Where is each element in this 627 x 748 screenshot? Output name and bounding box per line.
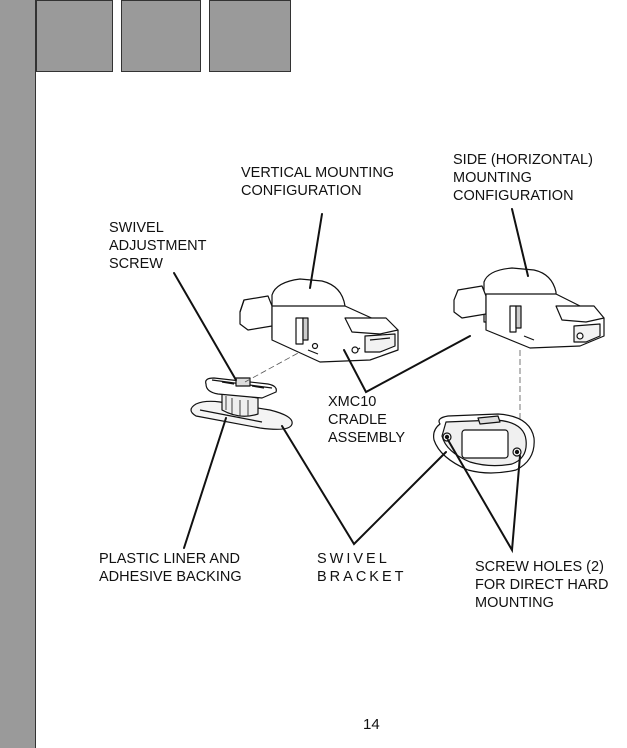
label-swivel-adjustment-screw: SWIVEL ADJUSTMENT SCREW: [109, 220, 207, 272]
label-cradle-assembly: XMC10 CRADLE ASSEMBLY: [328, 394, 406, 446]
swivel-bracket-illustration: [190, 377, 293, 430]
label-side-mounting: SIDE (HORIZONTAL) MOUNTING CONFIGURATION: [453, 152, 593, 204]
alignment-lines: [244, 350, 521, 420]
label-vertical-mounting: VERTICAL MOUNTING CONFIGURATION: [241, 165, 395, 199]
cradle-vertical-illustration: [239, 278, 399, 363]
cradle-side-illustration: [453, 267, 605, 349]
callout-lines: [173, 208, 529, 554]
label-swivel-bracket: SWIVEL BRACKET: [317, 551, 407, 585]
section-tab-1: [36, 0, 113, 72]
label-screw-holes: SCREW HOLES (2) FOR DIRECT HARD MOUNTING: [475, 559, 609, 611]
label-plastic-liner: PLASTIC LINER AND ADHESIVE BACKING: [99, 551, 242, 585]
page-edge-bar: [0, 0, 36, 748]
section-tab-2: [121, 0, 201, 72]
section-tab-3: [209, 0, 291, 72]
page-number: 14: [363, 716, 380, 733]
